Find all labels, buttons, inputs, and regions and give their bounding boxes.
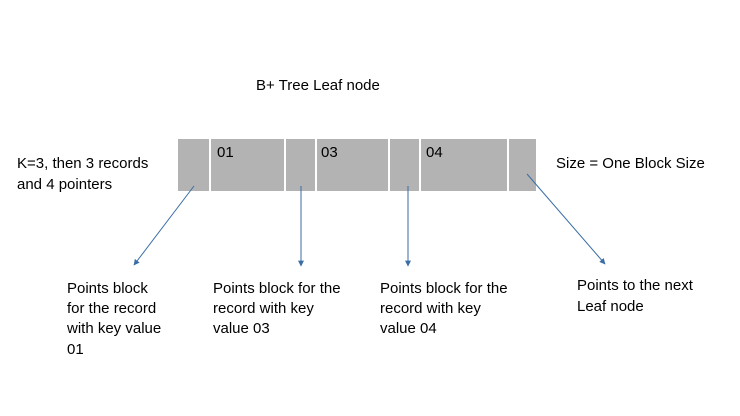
annotation-4-line-1: Points to the next xyxy=(577,277,693,294)
annotation-2-line-3: value 03 xyxy=(213,320,270,337)
cell-divider xyxy=(209,139,211,191)
key-cell-01: 01 xyxy=(211,139,284,191)
right-note: Size = One Block Size xyxy=(556,155,705,172)
cell-divider xyxy=(507,139,509,191)
annotation-1-line-1: Points block xyxy=(67,280,148,297)
annotation-1-line-2: for the record xyxy=(67,300,157,317)
key-label-04: 04 xyxy=(426,144,443,161)
key-cell-04: 04 xyxy=(421,139,507,191)
annotation-2-line-2: record with key xyxy=(213,300,314,317)
key-label-03: 03 xyxy=(321,144,338,161)
key-label-01: 01 xyxy=(217,144,234,161)
left-note-line-1: K=3, then 3 records xyxy=(17,155,149,172)
annotation-1-line-3: with key value xyxy=(67,320,162,337)
annotation-4-line-2: Leaf node xyxy=(577,298,644,315)
cell-divider xyxy=(419,139,421,191)
annotation-1-line-4: 01 xyxy=(67,341,84,358)
diagram-title: B+ Tree Leaf node xyxy=(256,77,380,94)
left-note-line-2: and 4 pointers xyxy=(17,176,113,193)
key-cell-03: 03 xyxy=(317,139,388,191)
annotation-3-line-2: record with key xyxy=(380,300,481,317)
annotation-2-line-1: Points block for the xyxy=(213,280,341,297)
cell-divider xyxy=(388,139,390,191)
arrow-pointer-next xyxy=(526,173,606,265)
annotation-3-line-3: value 04 xyxy=(380,320,437,337)
leaf-node: 01 03 04 xyxy=(178,139,536,191)
cell-divider xyxy=(315,139,317,191)
cell-divider xyxy=(284,139,286,191)
arrow-pointer-1 xyxy=(133,185,195,266)
annotation-3-line-1: Points block for the xyxy=(380,280,508,297)
